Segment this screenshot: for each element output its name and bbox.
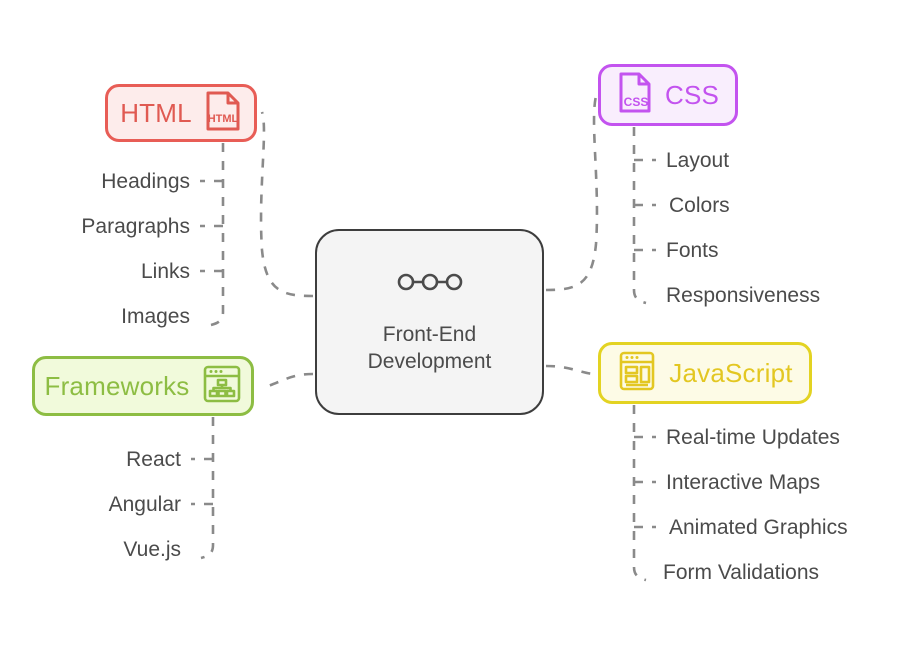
svg-text:HTML: HTML — [208, 113, 239, 125]
edge-frameworks-spine — [200, 417, 215, 560]
leaf-frameworks-vuejs[interactable]: Vue.js — [123, 538, 181, 561]
branch-node-frameworks[interactable]: Frameworks — [32, 356, 254, 416]
branch-label-css: CSS — [664, 80, 720, 110]
leaf-frameworks-angular[interactable]: Angular — [108, 493, 181, 516]
leaf-css-fonts[interactable]: Fonts — [666, 239, 719, 262]
browser-layout-icon — [617, 350, 657, 397]
center-title-line2: Development — [367, 349, 492, 373]
leaf-css-responsiveness[interactable]: Responsiveness — [666, 284, 821, 307]
svg-text:CSS: CSS — [624, 95, 649, 109]
edge-javascript-spine — [632, 405, 647, 582]
html-file-icon: HTML — [204, 90, 242, 137]
branch-node-html[interactable]: HTML HTML — [105, 84, 257, 142]
branch-node-css[interactable]: CSS CSS — [598, 64, 738, 126]
center-title-line1: Front-End — [382, 322, 477, 346]
leaf-html-paragraphs[interactable]: Paragraphs — [81, 215, 190, 238]
leaf-javascript-interactive-maps[interactable]: Interactive Maps — [666, 471, 821, 494]
leaf-css-layout[interactable]: Layout — [666, 149, 730, 172]
leaf-frameworks-react[interactable]: React — [126, 448, 181, 471]
edge-center-css — [545, 95, 599, 292]
branch-label-frameworks: Frameworks — [44, 371, 190, 401]
edge-center-frameworks — [261, 372, 314, 390]
center-node-title: Front-End Development — [368, 321, 492, 375]
leaf-javascript-realtime-updates[interactable]: Real-time Updates — [666, 426, 840, 449]
browser-tree-icon — [202, 364, 242, 409]
edge-css-spine — [632, 127, 647, 305]
center-node[interactable]: Front-End Development — [315, 229, 544, 415]
branch-label-javascript: JavaScript — [669, 358, 793, 388]
edge-center-html — [259, 111, 314, 298]
leaf-javascript-animated-graphics[interactable]: Animated Graphics — [669, 516, 848, 539]
leaf-html-links[interactable]: Links — [140, 260, 190, 283]
edge-html-spine — [210, 143, 225, 327]
edge-center-javascript — [545, 364, 597, 376]
leaf-html-headings[interactable]: Headings — [101, 170, 190, 193]
leaf-javascript-form-validations[interactable]: Form Validations — [663, 561, 820, 584]
leaf-html-images[interactable]: Images — [121, 305, 190, 328]
css-file-icon: CSS — [617, 71, 653, 120]
branch-node-javascript[interactable]: JavaScript — [598, 342, 812, 404]
chain-link-icon — [397, 270, 463, 299]
branch-label-html: HTML — [120, 98, 192, 128]
leaf-css-colors[interactable]: Colors — [669, 194, 730, 217]
